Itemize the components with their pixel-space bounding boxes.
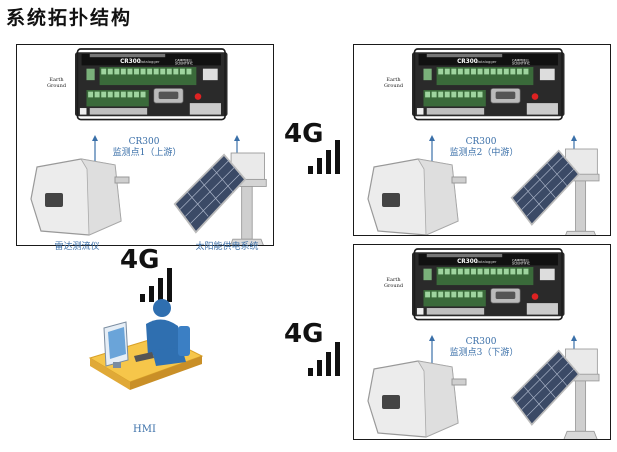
cr300-datalogger-2 (411, 48, 566, 121)
radar-sensor-2 (367, 158, 467, 235)
solar-panel-2 (510, 148, 600, 235)
cr300-datalogger-3 (411, 248, 566, 321)
hmi-workstation (88, 299, 204, 390)
radar-sensor-1 (30, 158, 130, 236)
station-1-panel: Earth Ground CR300 监测点1（上游） 雷达测流仪 太阳能供电系… (16, 44, 274, 252)
radar-label: 雷达测流仪 (54, 242, 100, 252)
station-2-model: CR300 (465, 137, 497, 147)
svg-text:4G: 4G (120, 245, 159, 275)
station-2-panel: Earth Ground CR300 监测点2（中游） (353, 44, 611, 236)
signal-4g-icon: 4G (284, 119, 340, 174)
station-2-location: 监测点2（中游） (449, 148, 519, 158)
station-3-panel: Earth Ground CR300 监测点3（下游） (353, 244, 611, 440)
cr300-datalogger-1 (74, 48, 229, 121)
signal-4g-icon: 4G (284, 319, 340, 376)
svg-text:4G: 4G (284, 119, 323, 149)
station-3-location: 监测点3（下游） (449, 348, 519, 358)
station-1-location: 监测点1（上游） (112, 148, 182, 158)
hmi-label: HMI (133, 424, 156, 435)
svg-text:4G: 4G (284, 319, 323, 349)
solar-label: 太阳能供电系统 (195, 242, 259, 252)
station-3-model: CR300 (465, 337, 497, 347)
radar-sensor-3 (367, 360, 467, 438)
solar-panel-3 (510, 348, 600, 439)
station-1-model: CR300 (128, 137, 160, 147)
signal-4g-icon: 4G (120, 245, 172, 302)
solar-panel-1 (173, 152, 268, 245)
page-title: 系统拓扑结构 (6, 7, 133, 29)
